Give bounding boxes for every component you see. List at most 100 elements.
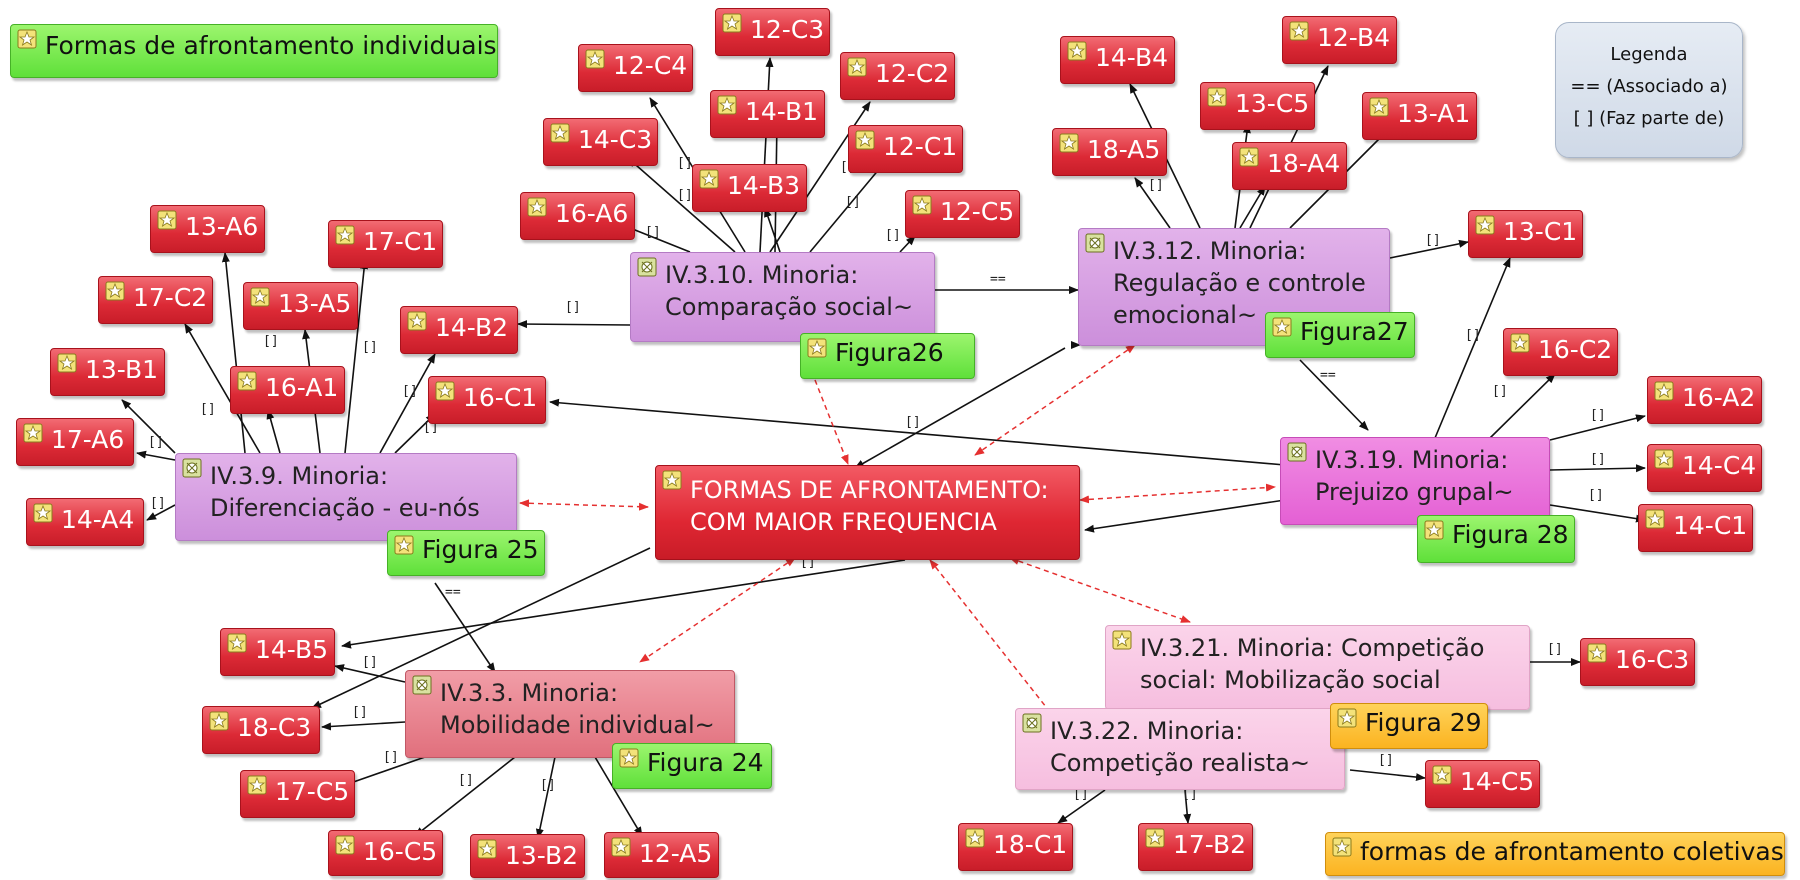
code-quote-icon (717, 95, 737, 115)
central-theme-line1: FORMAS DE AFRONTAMENTO: (690, 476, 1049, 504)
code-node-17-B2[interactable]: 17-B2 (1138, 823, 1253, 871)
code-node-14-C5[interactable]: 14-C5 (1425, 760, 1540, 808)
code-node-12-B4[interactable]: 12-B4 (1282, 16, 1397, 64)
figure-node-figura28[interactable]: Figura 28 (1417, 515, 1575, 563)
code-label: 14-B4 (1095, 43, 1168, 72)
code-node-14-B2[interactable]: 14-B2 (400, 306, 518, 354)
code-node-13-A1[interactable]: 13-A1 (1362, 92, 1477, 140)
code-node-13-B1[interactable]: 13-B1 (50, 348, 165, 396)
code-node-16-C2[interactable]: 16-C2 (1503, 328, 1618, 376)
code-node-12-A5[interactable]: 12-A5 (604, 832, 719, 878)
code-quote-icon (407, 311, 427, 331)
code-label: 13-B1 (85, 355, 158, 384)
code-node-14-C3[interactable]: 14-C3 (543, 118, 658, 166)
code-quote-icon (477, 839, 497, 859)
code-node-14-C1[interactable]: 14-C1 (1638, 504, 1753, 552)
edge-label-part-of: [] (540, 778, 556, 793)
category-tree-icon (1287, 442, 1307, 462)
central-theme-node[interactable]: FORMAS DE AFRONTAMENTO: COM MAIOR FREQUE… (655, 465, 1080, 560)
code-node-16-A6[interactable]: 16-A6 (520, 192, 635, 240)
category-node-prejuizo-grupal[interactable]: IV.3.19. Minoria: Prejuizo grupal~ (1280, 437, 1550, 525)
category-line1: IV.3.12. Minoria: (1113, 237, 1307, 265)
code-node-16-A1[interactable]: 16-A1 (230, 366, 345, 414)
edge-label-part-of: [] (1378, 753, 1394, 768)
code-node-12-C3[interactable]: 12-C3 (715, 8, 830, 56)
code-node-16-C1[interactable]: 16-C1 (428, 376, 546, 424)
code-quote-icon (807, 338, 827, 358)
code-node-13-C1[interactable]: 13-C1 (1468, 210, 1583, 258)
code-node-18-C1[interactable]: 18-C1 (958, 823, 1073, 871)
code-quote-icon (855, 130, 875, 150)
code-node-12-C4[interactable]: 12-C4 (578, 44, 693, 92)
figure-label: Figura 25 (422, 535, 539, 564)
code-node-18-A4[interactable]: 18-A4 (1232, 142, 1347, 190)
figure-node-figura27[interactable]: Figura27 (1265, 312, 1415, 358)
code-node-14-B5[interactable]: 14-B5 (220, 628, 335, 676)
code-label: 18-C1 (993, 830, 1068, 859)
figure-node-figura25[interactable]: Figura 25 (387, 530, 545, 576)
code-node-17-C5[interactable]: 17-C5 (240, 770, 355, 818)
category-node-competicao-realista[interactable]: IV.3.22. Minoria: Competição realista~ (1015, 708, 1345, 790)
code-node-13-A6[interactable]: 13-A6 (150, 205, 265, 253)
code-node-16-C5[interactable]: 16-C5 (328, 830, 443, 876)
figure-node-figura26[interactable]: Figura26 (800, 333, 975, 379)
legend-part-of: [ ] (Faz parte de) (1573, 108, 1725, 129)
code-node-12-C5[interactable]: 12-C5 (905, 190, 1020, 238)
code-node-13-C5[interactable]: 13-C5 (1200, 82, 1315, 130)
code-node-17-C1[interactable]: 17-C1 (328, 220, 443, 268)
code-label: 14-C3 (578, 125, 653, 154)
individual-forms-header[interactable]: Formas de afrontamento individuais (10, 24, 498, 78)
code-label: 17-C5 (275, 777, 350, 806)
edge-label-part-of: [] (905, 415, 921, 430)
category-line3: emocional~ (1113, 301, 1258, 329)
code-node-12-C2[interactable]: 12-C2 (840, 52, 955, 100)
code-node-14-C4[interactable]: 14-C4 (1647, 444, 1762, 492)
collective-forms-header[interactable]: formas de afrontamento coletivas (1325, 832, 1785, 876)
category-node-diferenciacao[interactable]: IV.3.9. Minoria: Diferenciação - eu-nós (175, 453, 517, 541)
code-node-13-B2[interactable]: 13-B2 (470, 834, 585, 878)
category-line2: Diferenciação - eu-nós (210, 494, 480, 522)
edge-label-part-of: [] (1547, 642, 1563, 657)
category-line1: IV.3.19. Minoria: (1315, 446, 1509, 474)
edge-label-part-of: [] (458, 773, 474, 788)
code-label: 13-C5 (1235, 89, 1310, 118)
code-node-16-A2[interactable]: 16-A2 (1647, 376, 1762, 424)
category-line2: social: Mobilização social (1140, 666, 1441, 694)
category-node-comparacao-social[interactable]: IV.3.10. Minoria: Comparação social~ (630, 252, 935, 342)
code-label: 17-A6 (51, 425, 125, 454)
category-node-mobilizacao-social[interactable]: IV.3.21. Minoria: Competição social: Mob… (1105, 625, 1530, 710)
code-node-14-B3[interactable]: 14-B3 (692, 164, 807, 212)
edge-label-part-of: [] (1182, 787, 1198, 802)
code-quote-icon (105, 281, 125, 301)
code-node-17-A6[interactable]: 17-A6 (16, 418, 134, 466)
code-node-12-C1[interactable]: 12-C1 (848, 125, 963, 173)
edge-label-part-of: [] (263, 334, 279, 349)
category-line1: IV.3.21. Minoria: Competição (1140, 634, 1485, 662)
code-node-14-A4[interactable]: 14-A4 (26, 498, 144, 546)
edge-label-associated: == (1320, 368, 1336, 383)
category-tree-icon (637, 257, 657, 277)
code-node-14-B4[interactable]: 14-B4 (1060, 36, 1175, 84)
code-node-17-C2[interactable]: 17-C2 (98, 276, 213, 324)
code-node-14-B1[interactable]: 14-B1 (710, 90, 825, 138)
code-quote-icon (1145, 828, 1165, 848)
code-quote-icon (394, 535, 414, 555)
code-node-18-A5[interactable]: 18-A5 (1052, 128, 1167, 176)
code-node-18-C3[interactable]: 18-C3 (202, 706, 320, 754)
figure-label: Figura 24 (647, 748, 764, 777)
code-label: 14-B5 (255, 635, 328, 664)
figure-label: Figura26 (835, 338, 944, 367)
category-line2: Regulação e controle (1113, 269, 1366, 297)
figure-node-figura29[interactable]: Figura 29 (1330, 703, 1488, 749)
code-label: 16-C5 (363, 837, 438, 866)
code-label: 16-A2 (1682, 383, 1756, 412)
code-node-16-C3[interactable]: 16-C3 (1580, 638, 1695, 686)
code-quote-icon (237, 371, 257, 391)
figure-node-figura24[interactable]: Figura 24 (612, 743, 772, 789)
edge-label-part-of: [] (565, 300, 581, 315)
legend-box: Legenda == (Associado a) [ ] (Faz parte … (1555, 22, 1743, 158)
code-label: 14-B3 (727, 171, 800, 200)
edge-label-part-of: [] (1492, 384, 1508, 399)
code-node-13-A5[interactable]: 13-A5 (243, 282, 358, 330)
code-quote-icon (23, 423, 43, 443)
